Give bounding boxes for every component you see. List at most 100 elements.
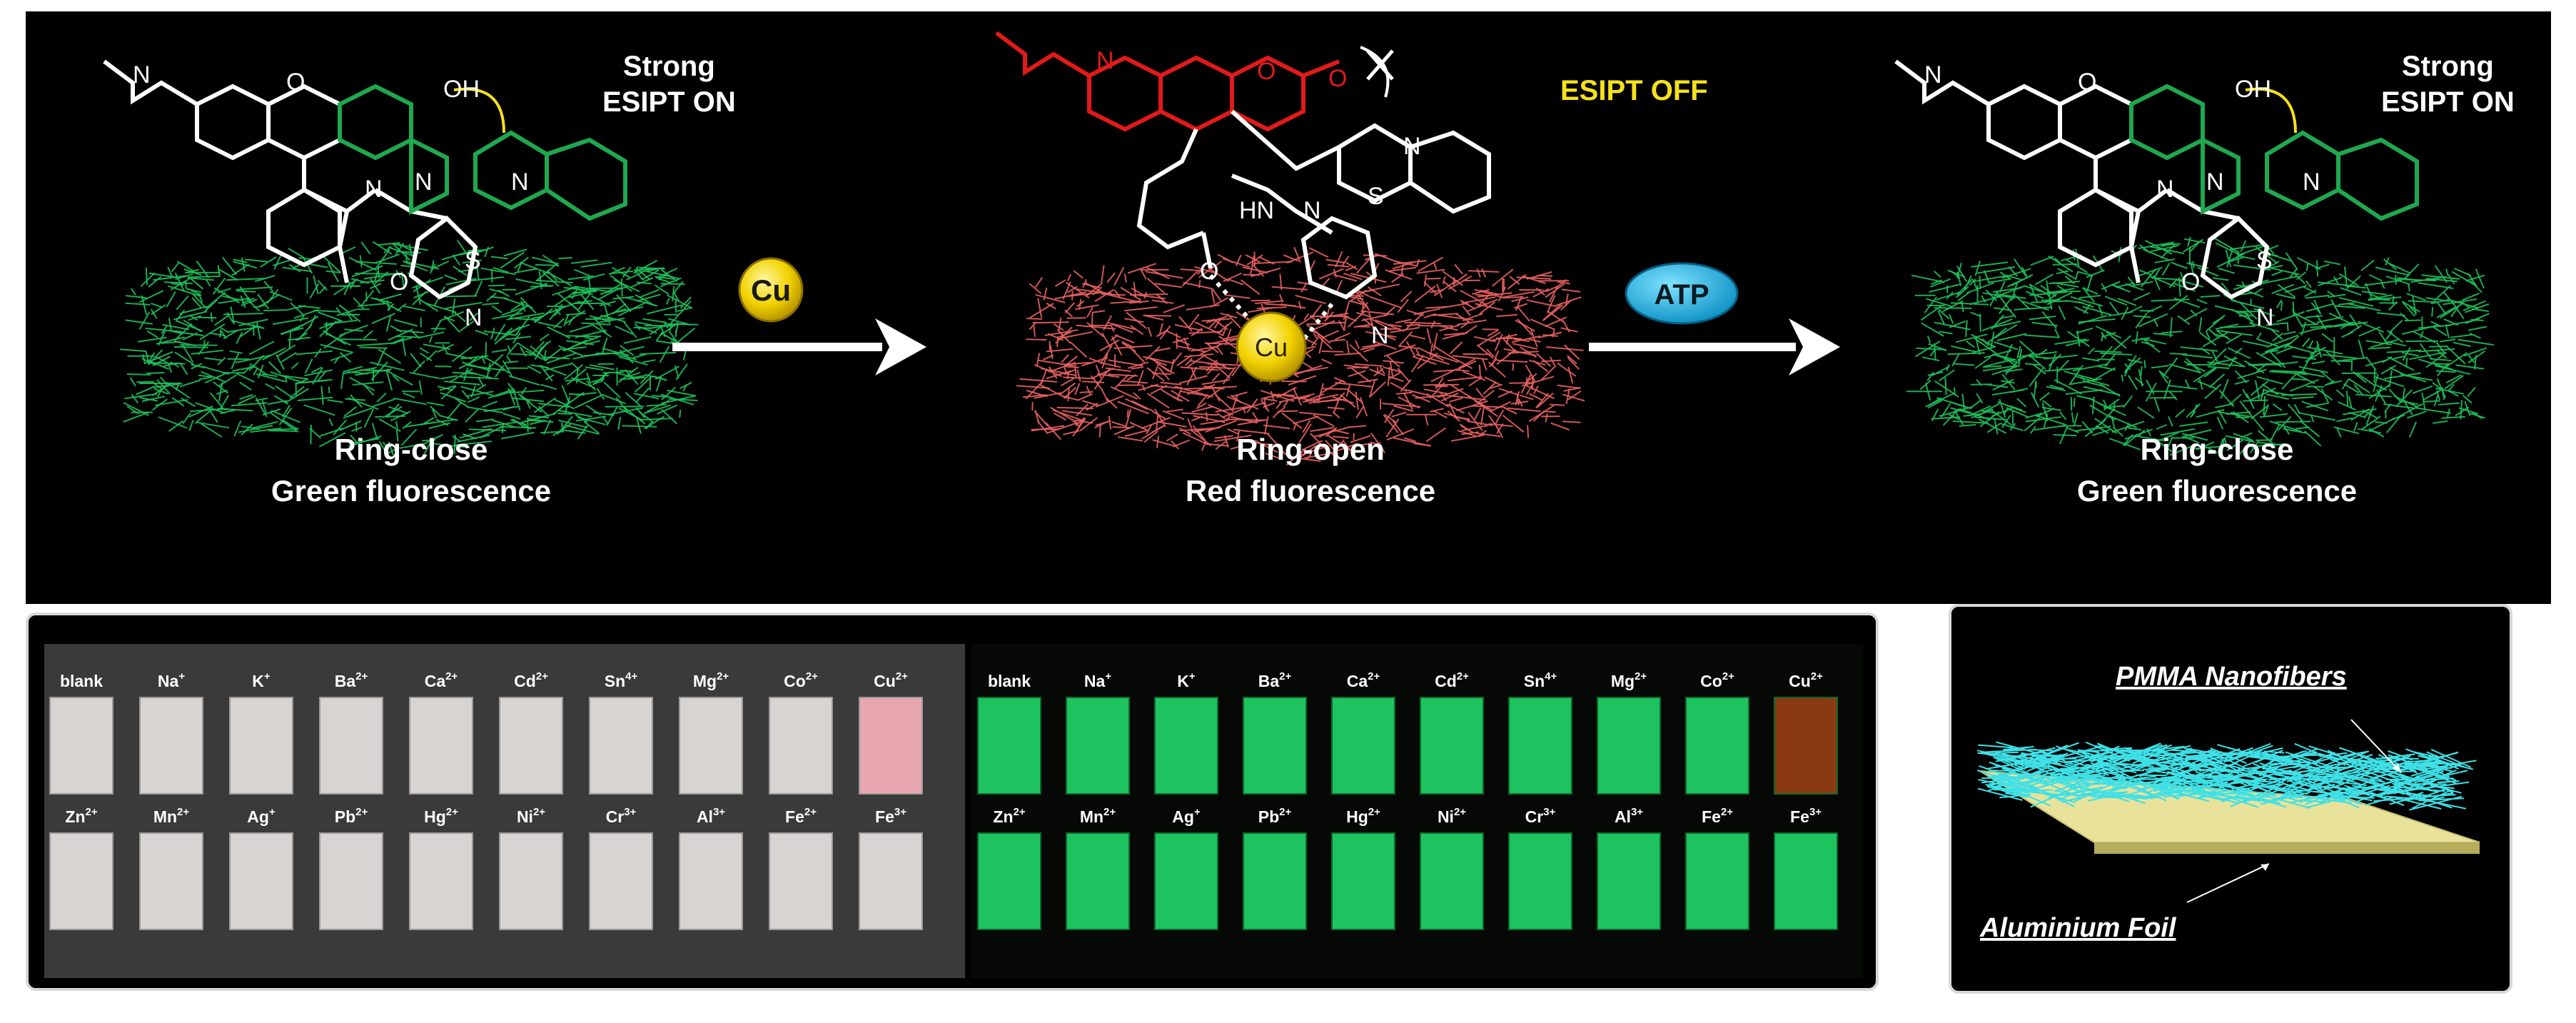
- test-strip-kplus: [1154, 697, 1218, 795]
- strip-label-hg2plus: Hg2+: [1346, 806, 1380, 826]
- test-strip-naplus: [1066, 697, 1130, 795]
- test-strip-mn2plus: [1066, 832, 1130, 930]
- atom-hn: HN: [1239, 197, 1274, 224]
- strip-label-mn2plus: Mn2+: [1080, 806, 1116, 826]
- ring-closed-probe-molecule-left: [103, 59, 627, 300]
- caption-right-line2: Green fluorescence: [2076, 474, 2358, 508]
- strip-label-cd2plus: Cd2+: [1435, 670, 1469, 690]
- aluminium-foil-edge: [2094, 842, 2480, 854]
- test-strip-zn2plus: [49, 832, 113, 930]
- test-strip-al3plus: [679, 832, 743, 930]
- esipt-off-label: ESIPT OFF: [1560, 75, 1708, 106]
- ring-closed-probe-molecule-right: [1894, 59, 2419, 300]
- atom-labels-center: N O O HN N O S N N: [1096, 47, 1421, 349]
- green-nanofiber-mat-left: [120, 240, 699, 458]
- test-strips-svg: blank Na+ K+ Ba2+ Ca2+ Cd2+ Sn4+ Mg2+ Co2+ Cu2+ Zn…: [44, 644, 1863, 978]
- strip-label-kplus: K+: [252, 670, 271, 690]
- test-strip-cu2plus: [859, 697, 923, 795]
- strip-label-zn2plus: Zn2+: [65, 806, 97, 826]
- strip-label-blank: blank: [988, 672, 1031, 690]
- atom-o-xanthene-r: O: [2078, 69, 2096, 96]
- strip-label-mg2plus: Mg2+: [1611, 670, 1647, 690]
- test-strip-pb2plus: [319, 832, 383, 930]
- strip-label-fe3plus: Fe3+: [1790, 806, 1822, 826]
- atom-s-r: S: [2256, 247, 2273, 274]
- test-strip-cu2plus: [1774, 697, 1838, 795]
- strip-label-naplus: Na+: [158, 670, 185, 690]
- device-schematic-panel: PMMA Nanofibers Aluminium Foil: [1949, 604, 2512, 994]
- atom-n-pyridine: N: [465, 304, 483, 331]
- atom-o-xanthene: O: [286, 69, 305, 96]
- test-strip-cd2plus: [499, 697, 563, 795]
- nanofiber-pointer-line: [2350, 719, 2402, 773]
- strip-label-ca2plus: Ca2+: [425, 670, 458, 690]
- strip-label-fe2plus: Fe2+: [785, 806, 817, 826]
- atom-oh-r: OH: [2235, 76, 2271, 103]
- strip-label-ca2plus: Ca2+: [1347, 670, 1380, 690]
- test-strip-blank: [49, 697, 113, 795]
- esipt-on-label-right: Strong ESIPT ON: [2381, 51, 2515, 118]
- strip-label-cd2plus: Cd2+: [514, 670, 548, 690]
- strip-label-ba2plus: Ba2+: [335, 670, 368, 690]
- strip-label-sn4plus: Sn4+: [1524, 670, 1557, 690]
- test-strip-fe2plus: [1685, 832, 1749, 930]
- atom-n-amine-red: N: [1096, 47, 1114, 74]
- atom-n-thiazole-r: N: [2303, 168, 2320, 196]
- strip-label-pb2plus: Pb2+: [1258, 806, 1292, 826]
- atom-n-pyridine-center: N: [1371, 322, 1389, 349]
- strip-label-blank: blank: [60, 672, 103, 690]
- test-strip-ca2plus: [1331, 697, 1395, 795]
- test-strip-sn4plus: [1508, 697, 1572, 795]
- strip-label-agplus: Ag+: [247, 806, 276, 826]
- atom-n-imine: N: [415, 168, 433, 196]
- test-strip-co2plus: [1685, 697, 1749, 795]
- test-strip-cd2plus: [1420, 697, 1484, 795]
- atom-o-carbonyl-r: O: [2181, 268, 2200, 296]
- strip-label-mg2plus: Mg2+: [693, 670, 729, 690]
- cu-ball-label: Cu: [1255, 333, 1288, 362]
- test-strip-kplus: [229, 697, 293, 795]
- strip-label-ni2plus: Ni2+: [517, 806, 545, 826]
- test-strip-mn2plus: [139, 832, 203, 930]
- atom-s: S: [465, 247, 481, 274]
- ring-open-cu-complex-molecule: [995, 31, 1491, 341]
- strip-label-hg2plus: Hg2+: [424, 806, 458, 826]
- strip-label-ba2plus: Ba2+: [1258, 670, 1292, 690]
- test-strip-pb2plus: [1243, 832, 1307, 930]
- test-strip-fe2plus: [769, 832, 833, 930]
- strip-label-zn2plus: Zn2+: [993, 806, 1025, 826]
- esipt-blocked-icon: [1366, 49, 1394, 81]
- atom-n-imine-center: N: [1303, 197, 1321, 224]
- reaction-arrow-2: ATP: [1589, 262, 1840, 376]
- reaction-arrow-1: Cu: [672, 257, 926, 376]
- test-strip-fe3plus: [1774, 832, 1838, 930]
- cu-ball-center: Cu: [1236, 311, 1307, 383]
- test-strip-agplus: [1154, 832, 1218, 930]
- test-strip-hg2plus: [1331, 832, 1395, 930]
- strip-label-fe2plus: Fe2+: [1702, 806, 1733, 826]
- test-strip-ni2plus: [1420, 832, 1484, 930]
- test-strip-ni2plus: [499, 832, 563, 930]
- strip-label-mn2plus: Mn2+: [153, 806, 190, 826]
- caption-center-line1: Ring-open: [1236, 433, 1385, 466]
- test-strip-sn4plus: [589, 697, 653, 795]
- test-strip-cr3plus: [589, 832, 653, 930]
- strip-label-co2plus: Co2+: [784, 670, 818, 690]
- strip-label-ni2plus: Ni2+: [1438, 806, 1466, 826]
- foil-pointer-arrowhead: [2261, 864, 2269, 871]
- caption-center-line2: Red fluorescence: [1185, 474, 1436, 508]
- test-strip-naplus: [139, 697, 203, 795]
- pmma-nanofiber-layer: [1976, 741, 2477, 811]
- atom-o-carbonyl: O: [390, 268, 408, 296]
- reaction-scheme-panel: N O OH N N O S N N: [26, 11, 2551, 604]
- test-strip-ba2plus: [1243, 697, 1307, 795]
- atom-n-thiazole: N: [511, 168, 529, 196]
- atom-n-imine-r: N: [2206, 168, 2224, 196]
- test-strip-zn2plus: [977, 832, 1041, 930]
- strip-label-cu2plus: Cu2+: [1789, 670, 1823, 690]
- test-strip-al3plus: [1597, 832, 1661, 930]
- device-schematic-svg: PMMA Nanofibers Aluminium Foil: [1976, 662, 2480, 943]
- atom-labels-left: N O OH N N O S N N: [133, 61, 529, 331]
- atom-n-pyridine-r: N: [2256, 304, 2274, 331]
